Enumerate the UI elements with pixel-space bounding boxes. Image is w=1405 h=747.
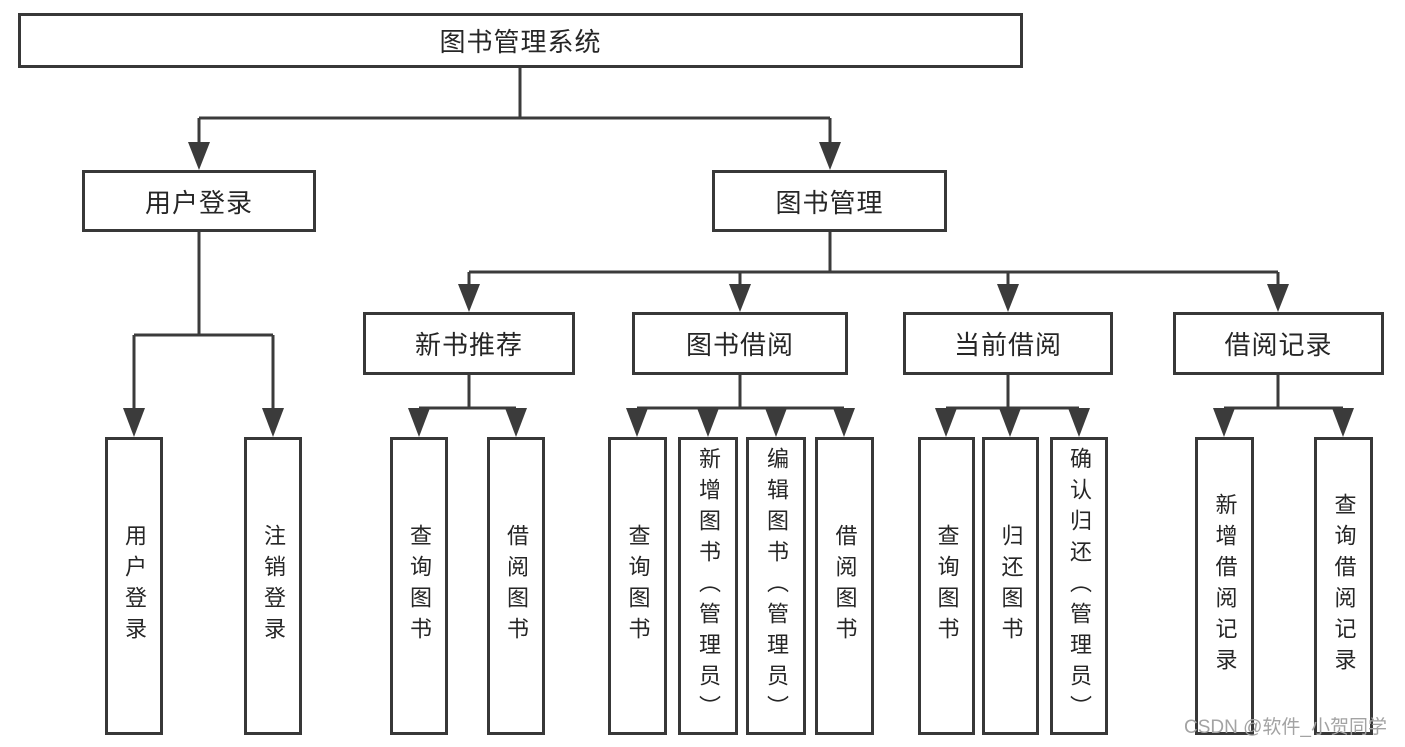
arrowhead [408, 408, 430, 437]
edge-new-book-rec-children [408, 375, 527, 437]
node-bb-query-books-label: 查询图书 [625, 524, 651, 648]
node-bb-edit-books: 编辑图书（管理员） [746, 437, 806, 735]
node-rec-borrow-books: 借阅图书 [487, 437, 545, 735]
arrowhead [729, 284, 751, 312]
node-cb-query-books: 查询图书 [918, 437, 975, 735]
node-root: 图书管理系统 [18, 13, 1023, 68]
arrowhead [188, 142, 210, 170]
node-new-book-rec: 新书推荐 [363, 312, 575, 375]
node-user-login: 用户登录 [105, 437, 163, 735]
node-book-mgmt-label: 图书管理 [775, 187, 884, 218]
arrowhead [765, 408, 787, 437]
edge-book-borrow-children [626, 375, 855, 437]
node-book-borrow-label: 图书借阅 [685, 330, 794, 360]
arrowhead [697, 408, 719, 437]
arrowhead [626, 408, 648, 437]
node-rec-query-books: 查询图书 [390, 437, 448, 735]
node-user-login-group-label: 用户登录 [144, 187, 253, 218]
node-current-borrow-label: 当前借阅 [953, 330, 1062, 360]
edge-book-mgmt-children [458, 232, 1289, 312]
edge-current-borrow-children [935, 375, 1090, 437]
node-cb-return-books-label: 归还图书 [998, 524, 1024, 648]
node-cb-return-books: 归还图书 [982, 437, 1039, 735]
node-bb-add-books-label: 新增图书（管理员） [696, 446, 721, 726]
arrowhead [458, 284, 480, 312]
node-bb-add-books: 新增图书（管理员） [678, 437, 738, 735]
arrowhead [123, 408, 145, 437]
arrowhead [935, 408, 957, 437]
arrowhead [505, 408, 527, 437]
node-bb-borrow-books: 借阅图书 [815, 437, 874, 735]
node-user-login-label: 用户登录 [122, 524, 147, 648]
arrowhead [1213, 408, 1235, 437]
node-bb-query-books: 查询图书 [608, 437, 667, 735]
node-cb-query-books-label: 查询图书 [934, 524, 960, 648]
node-br-query-record-label: 查询借阅记录 [1331, 493, 1357, 679]
edge-root-to-level2 [188, 68, 841, 170]
arrowhead [1267, 284, 1289, 312]
node-book-borrow: 图书借阅 [632, 312, 848, 375]
node-rec-query-books-label: 查询图书 [407, 524, 432, 648]
edge-borrow-records-children [1213, 375, 1354, 437]
node-new-book-rec-label: 新书推荐 [414, 330, 523, 360]
node-rec-borrow-books-label: 借阅图书 [504, 524, 529, 648]
node-current-borrow: 当前借阅 [903, 312, 1113, 375]
node-br-add-record-label: 新增借阅记录 [1212, 493, 1238, 679]
node-bb-borrow-books-label: 借阅图书 [832, 524, 858, 648]
node-borrow-records-label: 借阅记录 [1224, 330, 1333, 360]
arrowhead [262, 408, 284, 437]
arrowhead [999, 408, 1021, 437]
csdn-watermark: CSDN @软件_小贺同学 [1184, 717, 1387, 738]
node-br-query-record: 查询借阅记录 [1314, 437, 1373, 735]
node-logout: 注销登录 [244, 437, 302, 735]
node-bb-edit-books-label: 编辑图书（管理员） [764, 446, 789, 726]
arrowhead [1332, 408, 1354, 437]
arrowhead [1068, 408, 1090, 437]
arrowhead [833, 408, 855, 437]
arrowhead [997, 284, 1019, 312]
node-book-mgmt: 图书管理 [712, 170, 947, 232]
node-user-login-group: 用户登录 [82, 170, 316, 232]
node-logout-label: 注销登录 [261, 524, 286, 648]
node-borrow-records: 借阅记录 [1173, 312, 1384, 375]
edge-user-login-children [123, 232, 284, 437]
node-br-add-record: 新增借阅记录 [1195, 437, 1254, 735]
node-cb-confirm-return: 确认归还（管理员） [1050, 437, 1108, 735]
arrowhead [819, 142, 841, 170]
node-cb-confirm-return-label: 确认归还（管理员） [1067, 446, 1092, 726]
node-root-label: 图书管理系统 [439, 27, 602, 57]
